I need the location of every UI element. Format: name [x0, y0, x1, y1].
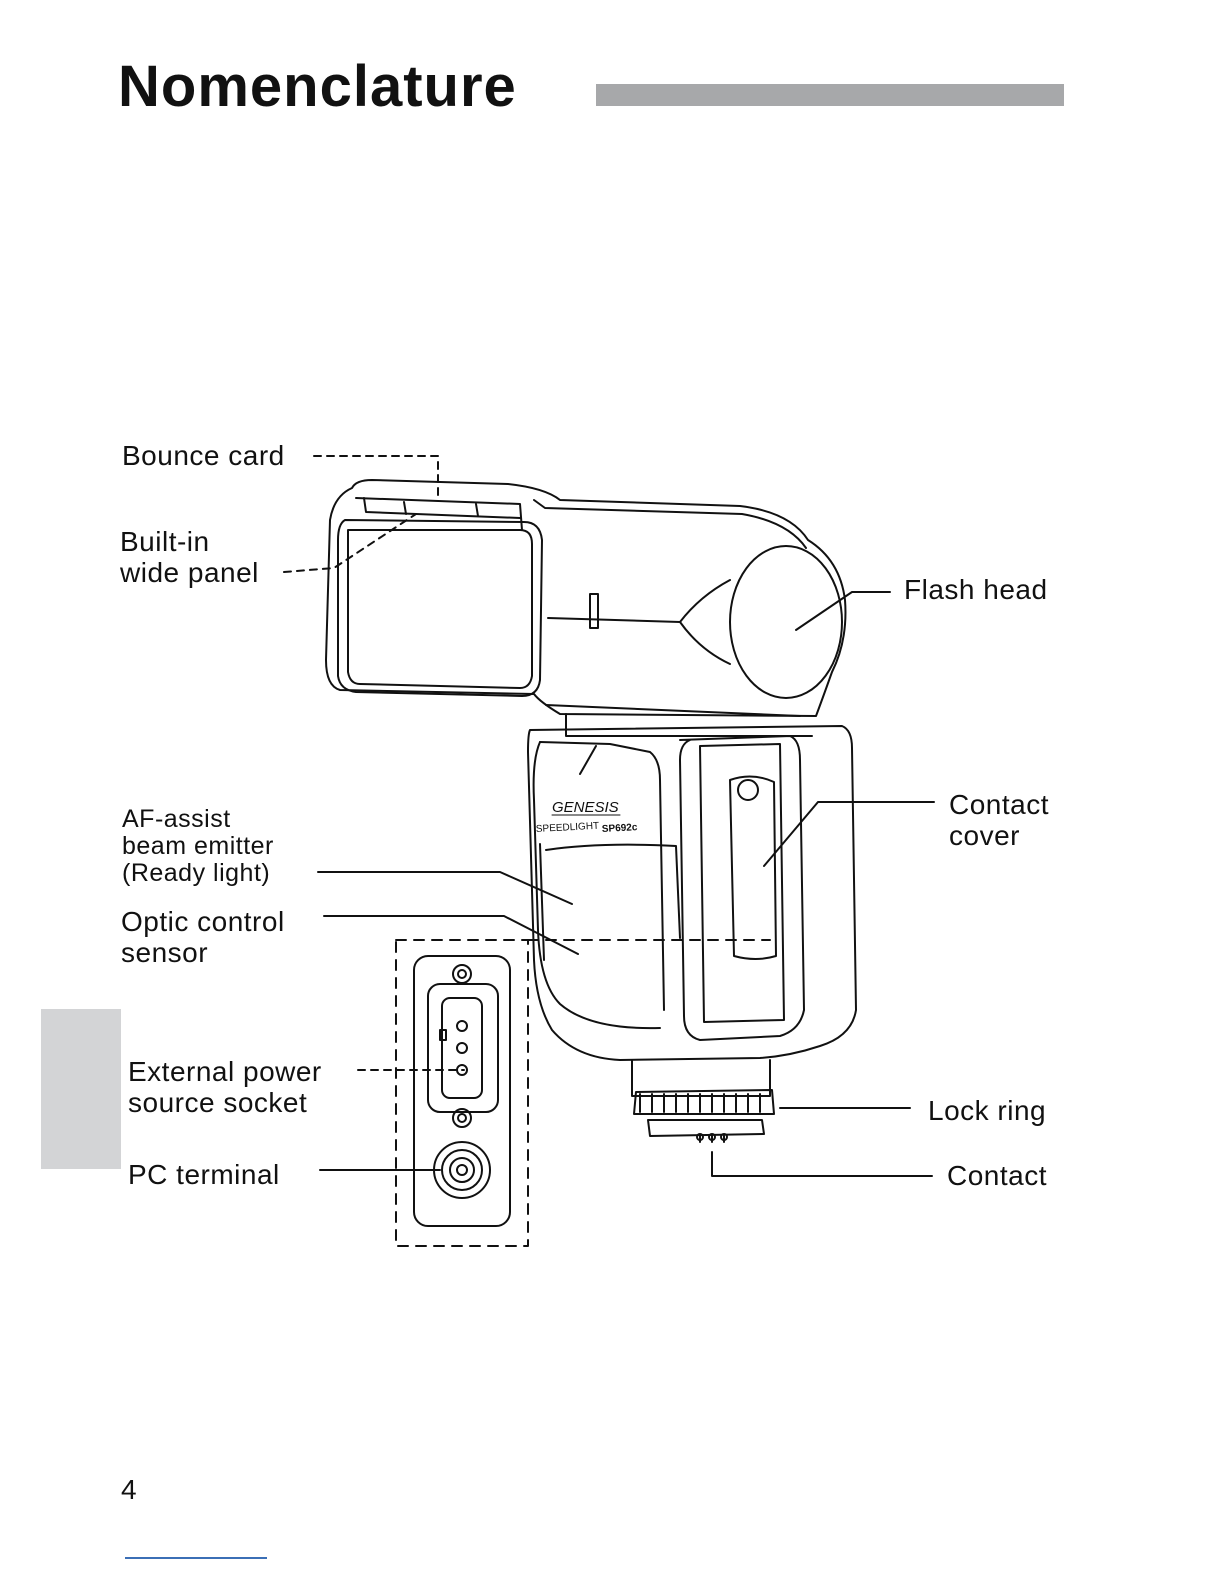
af-assist-leader [318, 872, 572, 904]
bounce-card-leader [314, 456, 438, 500]
flash-head-illustration [326, 480, 845, 736]
footer-rule [125, 1557, 267, 1559]
leader-lines [284, 456, 934, 1176]
label-pc-terminal: PC terminal [128, 1159, 280, 1190]
label-bounce-card: Bounce card [122, 440, 285, 471]
label-built-in-wide-panel: Built-in wide panel [120, 526, 259, 588]
label-contact: Contact [947, 1160, 1047, 1191]
flash-body-illustration [528, 726, 856, 1142]
label-contact-cover: Contact cover [949, 789, 1049, 851]
side-panel-closeup [396, 940, 770, 1246]
wide-panel-leader [284, 514, 416, 572]
model-text: SP692c [602, 822, 639, 835]
model-line-text: SPEEDLIGHT [536, 821, 600, 835]
label-lock-ring: Lock ring [928, 1095, 1046, 1126]
page-number: 4 [121, 1474, 137, 1506]
label-external-power: External power source socket [128, 1056, 322, 1118]
label-af-assist: AF-assist beam emitter (Ready light) [122, 806, 274, 887]
contact-cover-leader [764, 802, 934, 866]
label-flash-head: Flash head [904, 574, 1048, 605]
label-optic-control-sensor: Optic control sensor [121, 906, 285, 968]
brand-text: GENESIS [552, 799, 619, 816]
flash-head-leader [796, 592, 890, 630]
contact-leader [712, 1152, 932, 1176]
